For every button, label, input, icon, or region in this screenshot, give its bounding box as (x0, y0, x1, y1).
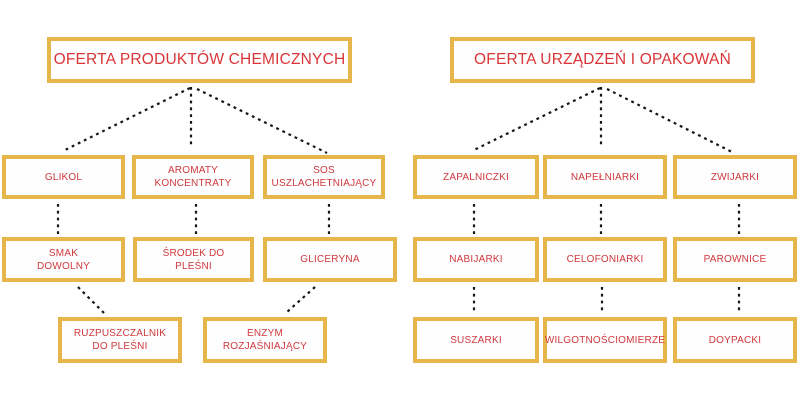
node-aromaty-koncentraty: AROMATY KONCENTRATY (132, 155, 254, 199)
node-wilgotnosciomierze: WILGOTNOŚCIOMIERZE (543, 317, 667, 363)
node-ruzpuszczalnik-do-plesni: RUZPUSZCZALNIK DO PLEŚNI (58, 317, 182, 363)
node-zwijarki: ZWIJARKI (673, 155, 797, 199)
node-zapalniczki: ZAPALNICZKI (413, 155, 539, 199)
node-sos-uszlachetniajacy: SOS USZLACHETNIAJĄCY (263, 155, 385, 199)
devices-packaging-title: OFERTA URZĄDZEŃ I OPAKOWAŃ (450, 37, 755, 83)
connector (62, 87, 191, 152)
node-doypacki: DOYPACKI (673, 317, 797, 363)
node-gliceryna: GLICERYNA (263, 237, 397, 282)
node-nabijarki: NABIJARKI (413, 237, 539, 282)
node-celofoniarki: CELOFONIARKI (543, 237, 667, 282)
connector (606, 88, 735, 154)
connector (196, 88, 328, 154)
chemical-products-title: OFERTA PRODUKTÓW CHEMICZNYCH (47, 37, 352, 83)
node-glikol: GLIKOL (2, 155, 125, 199)
connector (286, 286, 316, 313)
node-srodek-do-plesni: ŚRODEK DO PLEŚNI (133, 237, 254, 282)
node-parownice: PAROWNICE (673, 237, 797, 282)
connector (77, 286, 105, 314)
node-enzym-rozjasniajacy: ENZYM ROZJAŚNIAJĄCY (203, 317, 327, 363)
node-smak-dowolny: SMAK DOWOLNY (2, 237, 125, 282)
node-napelniarki: NAPEŁNIARKI (543, 155, 667, 199)
node-suszarki: SUSZARKI (413, 317, 539, 363)
connector (471, 87, 601, 152)
